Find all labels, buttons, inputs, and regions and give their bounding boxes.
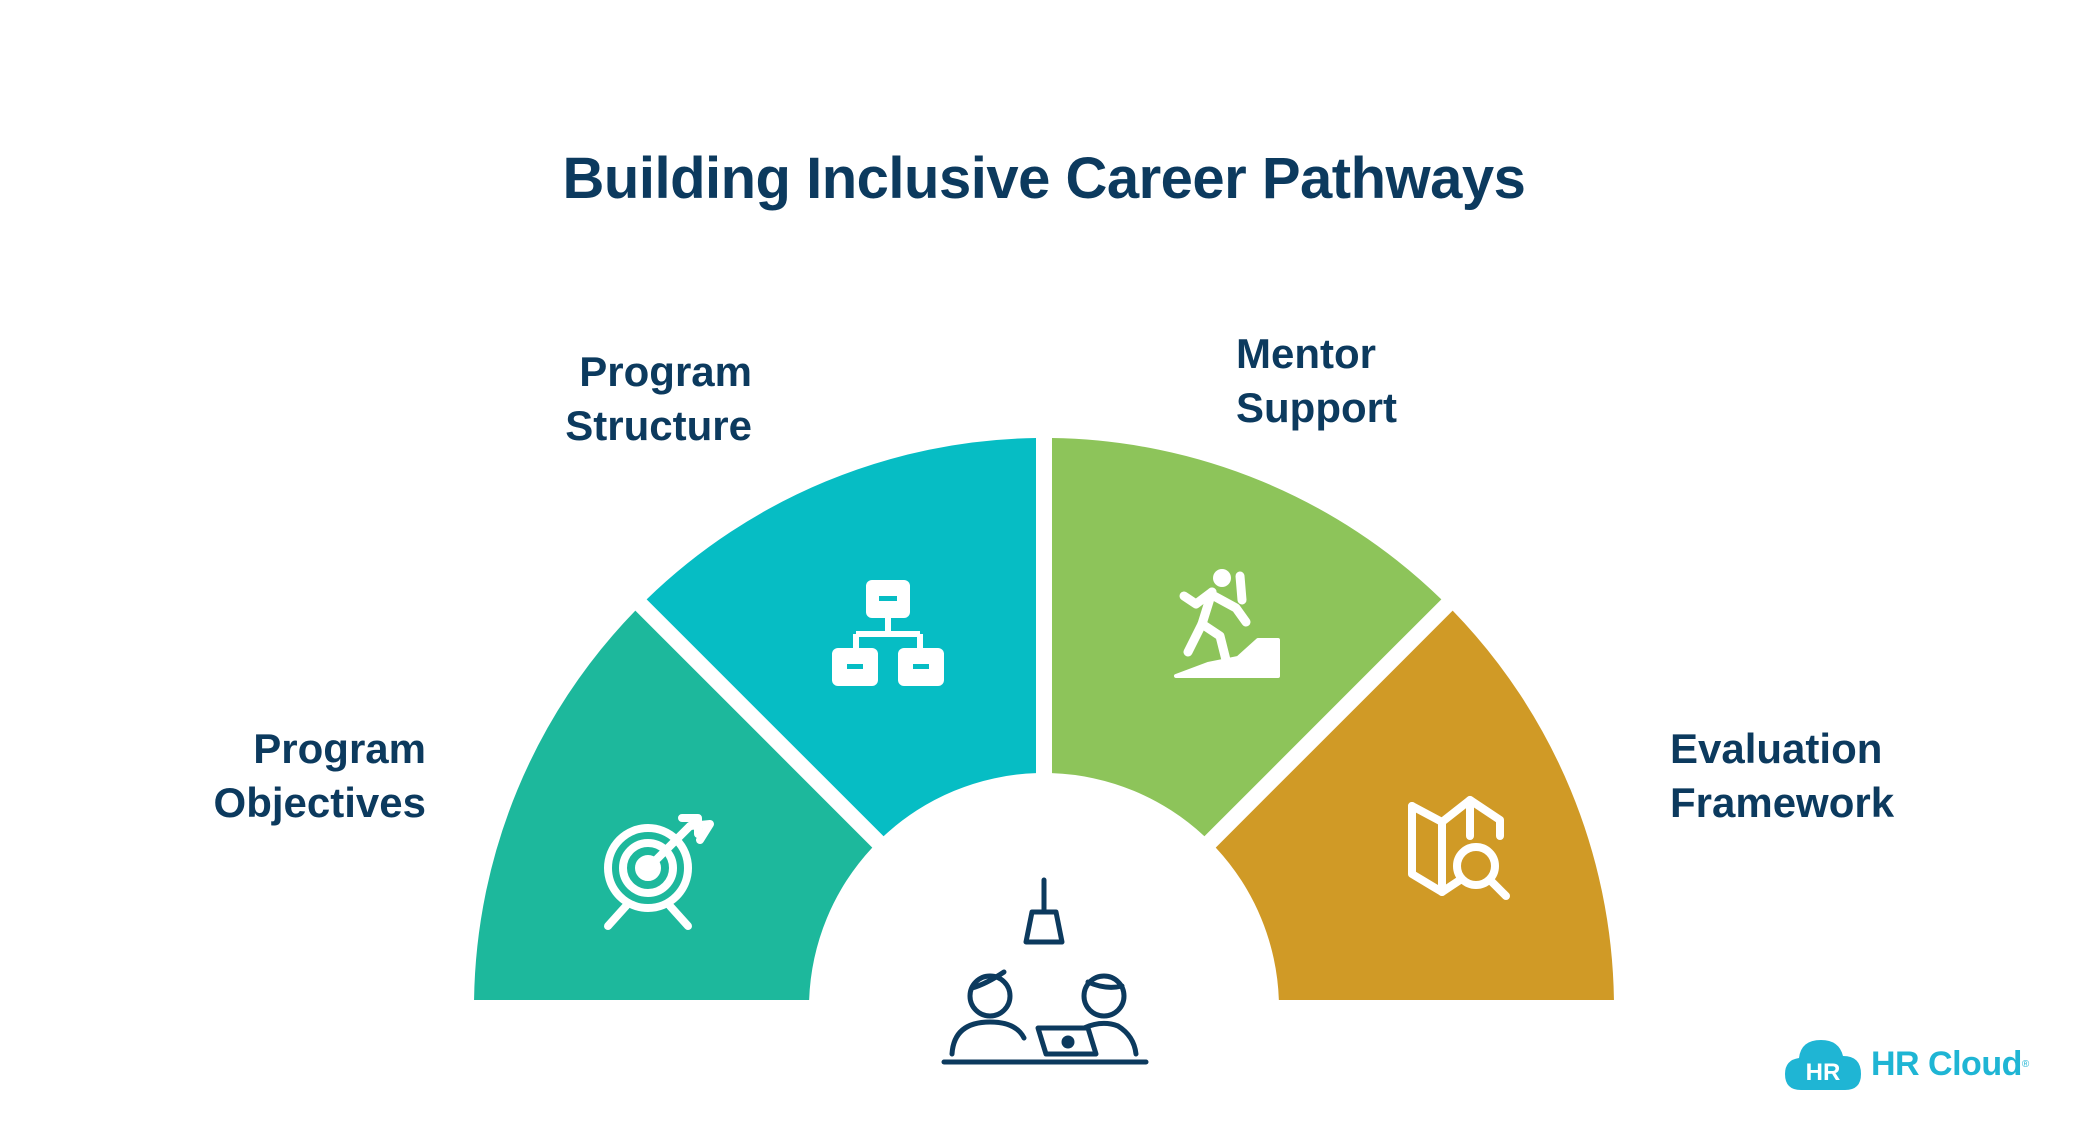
- label-line: Support: [1236, 384, 1397, 431]
- segment-mentor-support: [1051, 438, 1442, 837]
- label-line: Framework: [1670, 779, 1895, 826]
- hierarchy-icon: [832, 580, 944, 686]
- mentoring-people-icon: [941, 877, 1149, 1065]
- label-line: Evaluation: [1670, 725, 1883, 772]
- registered-mark: ®: [2021, 1058, 2030, 1070]
- page-title: Building Inclusive Career Pathways: [562, 146, 1526, 211]
- label-line: Objectives: [213, 779, 426, 826]
- map-search-icon: [1408, 796, 1510, 900]
- climber-icon: [1174, 569, 1280, 678]
- label-evaluation-framework: Evaluation Framework: [1670, 722, 1894, 830]
- hr-cloud-logo: HR HR Cloud®: [1783, 1033, 2029, 1095]
- logo-text: HR Cloud: [1871, 1044, 2022, 1083]
- label-line: Mentor: [1236, 330, 1376, 377]
- label-line: Program: [579, 348, 752, 395]
- segment-program-objectives: [474, 610, 873, 1001]
- label-mentor-support: Mentor Support: [1236, 327, 1397, 435]
- label-program-structure: Program Structure: [565, 345, 752, 453]
- logo-badge-text: HR: [1806, 1059, 1841, 1086]
- target-icon: [604, 814, 714, 930]
- cloud-logo-icon: HR: [1785, 1040, 1861, 1090]
- segment-program-structure: [646, 438, 1037, 837]
- label-line: Program: [253, 725, 426, 772]
- label-line: Structure: [565, 402, 752, 449]
- label-program-objectives: Program Objectives: [214, 722, 426, 830]
